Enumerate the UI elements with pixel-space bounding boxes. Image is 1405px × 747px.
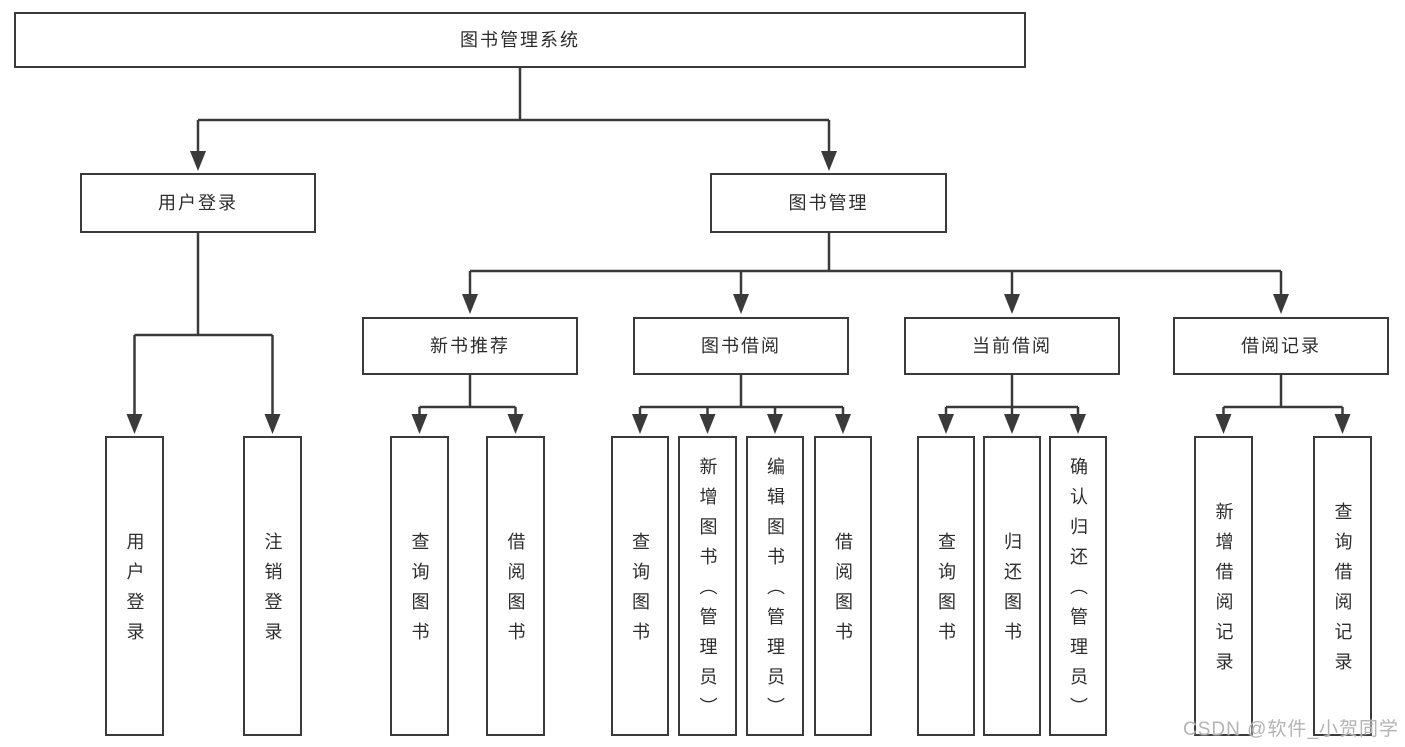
node-label: 用户登录 [158, 193, 238, 213]
leaf-logout: 注销登录 [243, 436, 302, 736]
leaf-query-books-borrowing: 查询图书 [611, 436, 669, 736]
csdn-watermark: CSDN @软件_小贺同学 [1183, 719, 1399, 740]
leaf-edit-book-admin: 编辑图书（管理员） [746, 436, 804, 736]
leaf-label: 查询借阅记录 [1332, 502, 1353, 682]
leaf-label: 确认归还（管理员） [1068, 457, 1088, 727]
leaf-query-books-recommend: 查询图书 [390, 436, 449, 736]
leaf-label: 注销登录 [262, 532, 283, 652]
node-book-borrowing: 图书借阅 [633, 317, 849, 375]
leaf-label: 编辑图书（管理员） [765, 457, 785, 727]
node-current-borrowing: 当前借阅 [904, 317, 1120, 375]
node-user-login: 用户登录 [80, 173, 316, 233]
node-label: 新书推荐 [430, 336, 510, 356]
node-label: 借阅记录 [1241, 336, 1321, 356]
leaf-label: 查询图书 [630, 532, 650, 652]
node-label: 图书管理 [788, 193, 869, 213]
leaf-confirm-return-admin: 确认归还（管理员） [1049, 436, 1107, 736]
leaf-label: 借阅图书 [505, 532, 526, 652]
leaf-query-books-current: 查询图书 [917, 436, 975, 736]
node-library-management-system: 图书管理系统 [14, 12, 1026, 68]
leaf-label: 归还图书 [1002, 532, 1022, 652]
node-new-book-recommendation: 新书推荐 [362, 317, 578, 375]
leaf-borrow-books-recommend: 借阅图书 [486, 436, 545, 736]
leaf-user-login: 用户登录 [105, 436, 164, 736]
node-book-management: 图书管理 [710, 173, 947, 233]
leaf-return-book: 归还图书 [983, 436, 1041, 736]
leaf-add-borrow-record: 新增借阅记录 [1194, 436, 1253, 736]
leaf-label: 查询图书 [409, 532, 430, 652]
leaf-borrow-books: 借阅图书 [814, 436, 872, 736]
leaf-label: 查询图书 [936, 532, 956, 652]
node-label: 图书借阅 [701, 336, 781, 356]
leaf-label: 借阅图书 [833, 532, 853, 652]
leaf-label: 用户登录 [124, 532, 145, 652]
leaf-label: 新增借阅记录 [1213, 502, 1234, 682]
node-borrowing-records: 借阅记录 [1173, 317, 1389, 375]
node-label: 当前借阅 [972, 336, 1052, 356]
node-label: 图书管理系统 [460, 30, 580, 50]
leaf-query-borrow-record: 查询借阅记录 [1313, 436, 1372, 736]
leaf-add-book-admin: 新增图书（管理员） [678, 436, 737, 736]
leaf-label: 新增图书（管理员） [697, 457, 718, 727]
